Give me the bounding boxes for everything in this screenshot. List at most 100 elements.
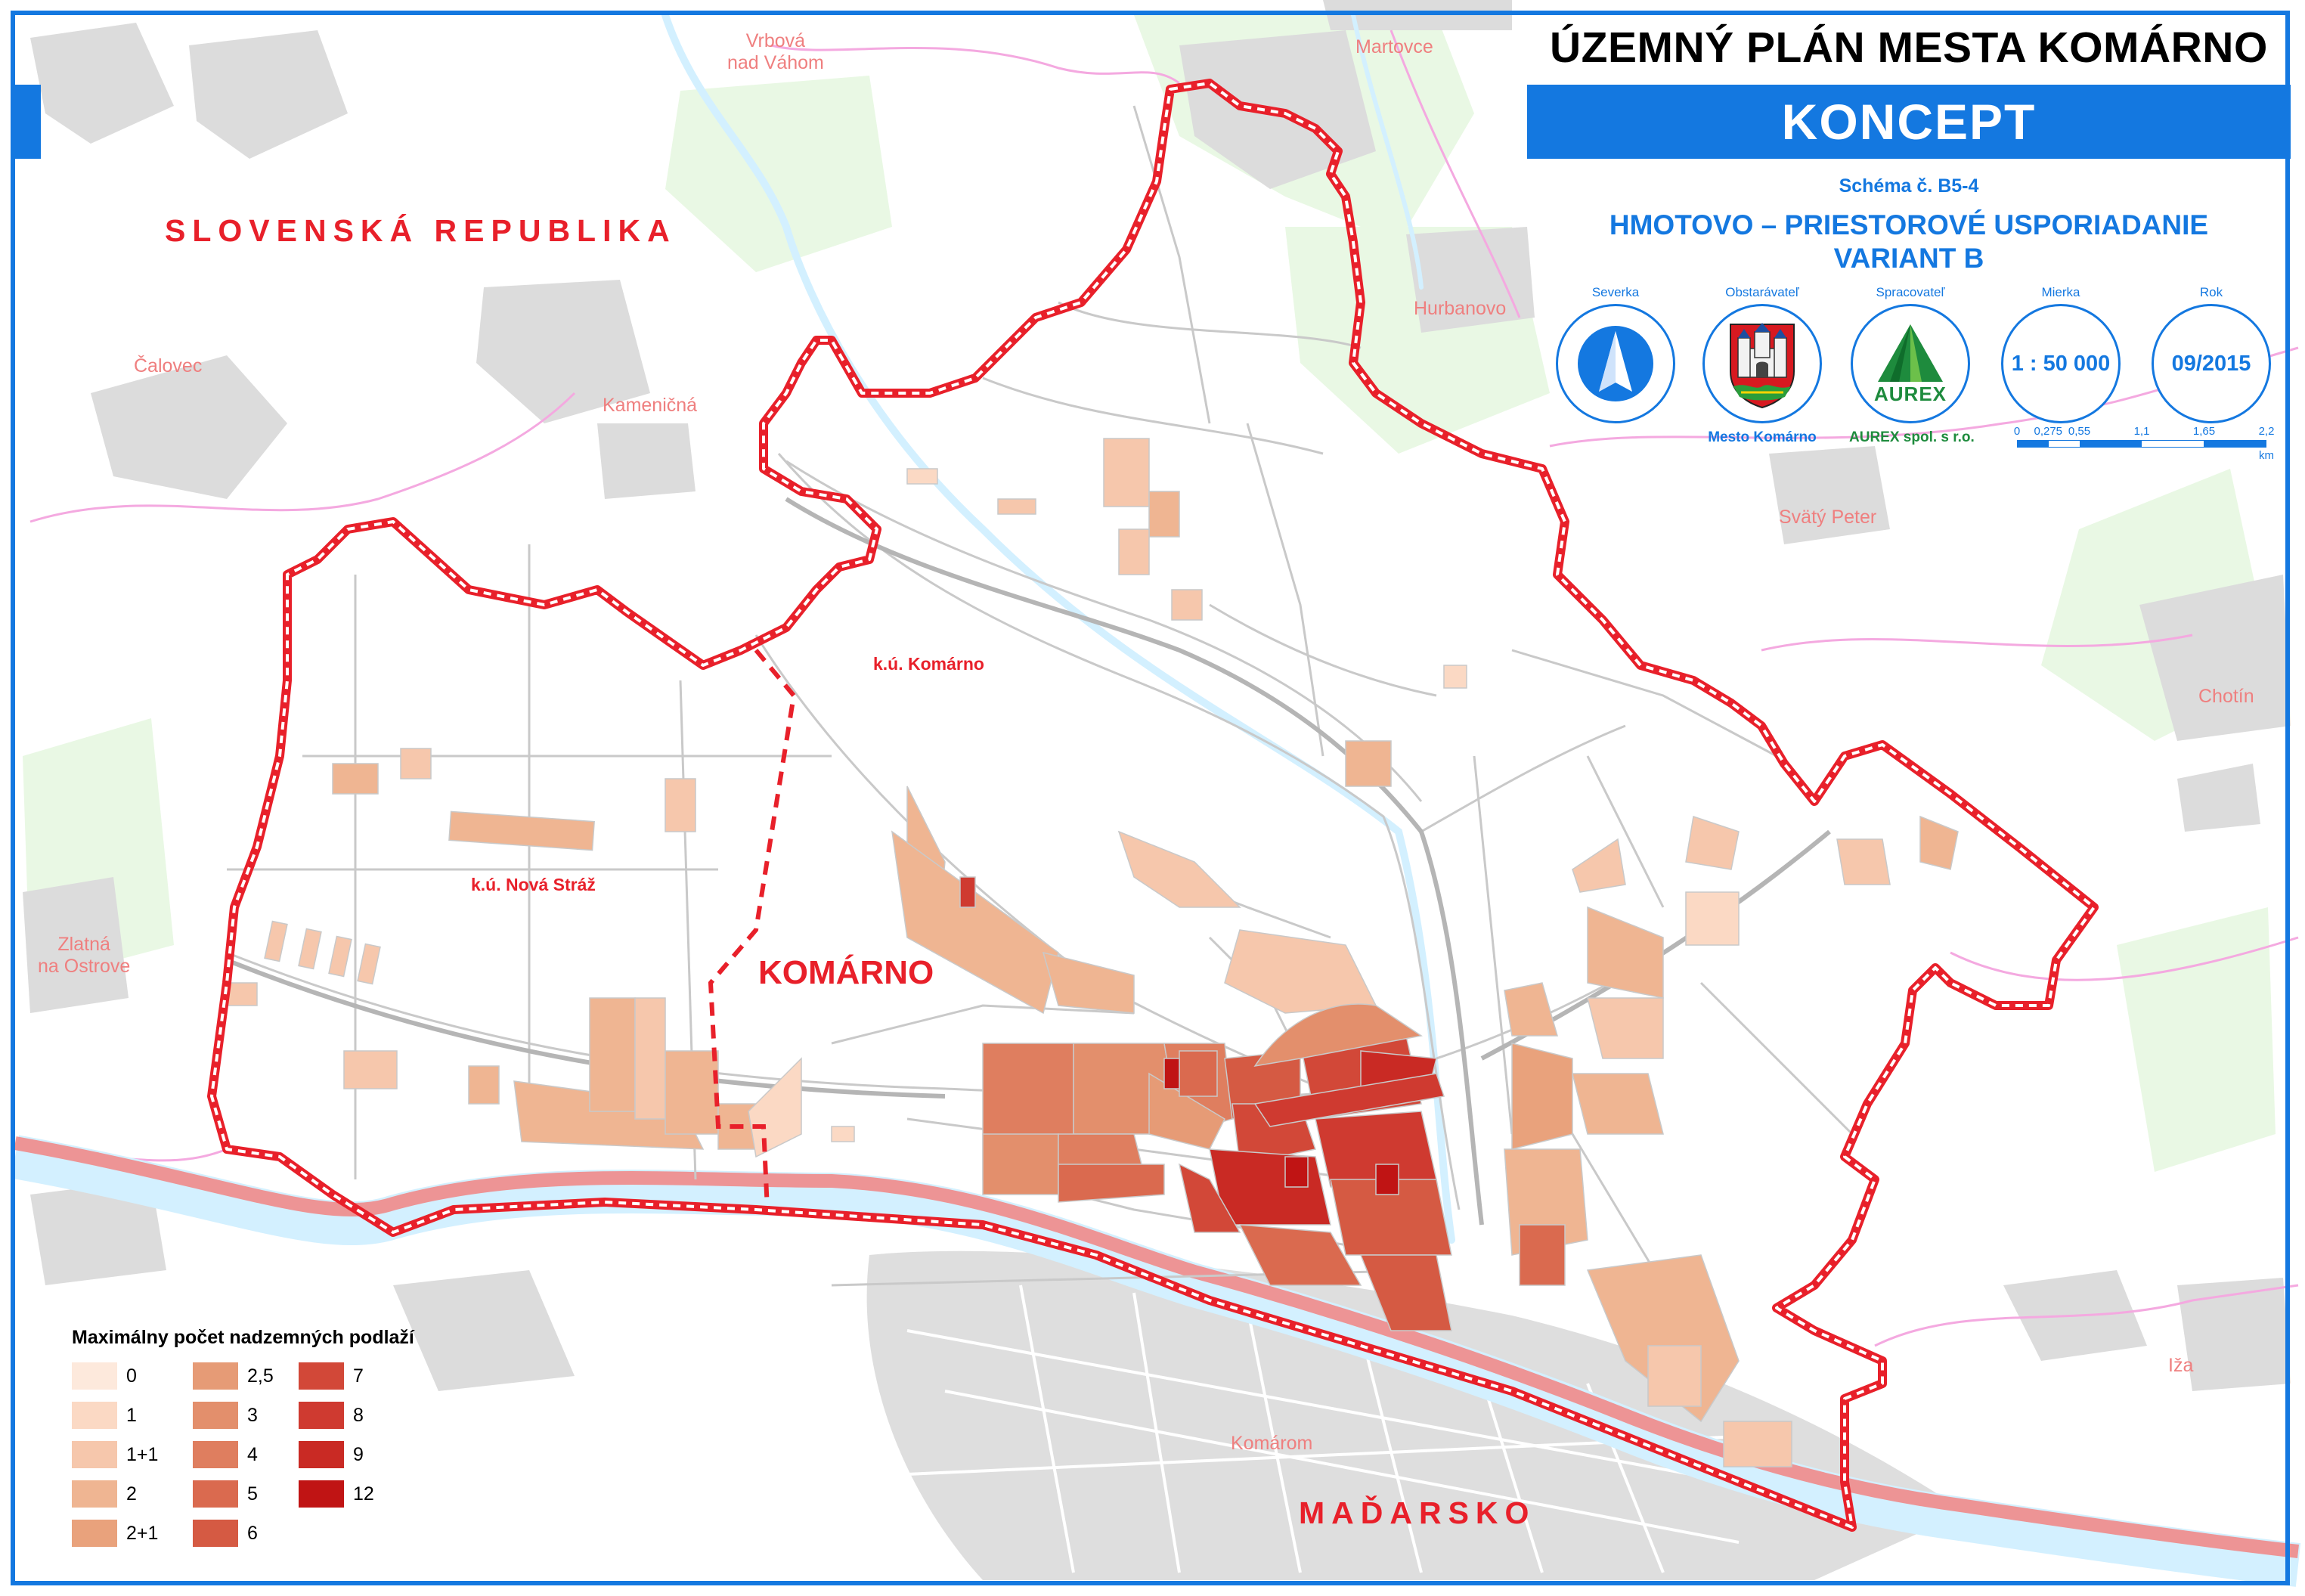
legend-swatch [72,1402,117,1429]
legend: Maximálny počet nadzemných podlaží 0 1 1+1… [72,1327,495,1547]
legend-swatch [72,1520,117,1547]
legend-label: 2 [126,1483,137,1505]
badge-year-caption: Rok [2199,285,2223,299]
badge-year-circle: 09/2015 [2152,304,2271,423]
subtitle-line1: HMOTOVO – PRIESTOROVÉ USPORIADANIE [1609,209,2209,240]
badge-author-caption: Spracovateľ [1876,285,1945,299]
aurex-logo-text: AUREX [1873,383,1947,405]
scale-bar-tick-label: 0,275 [2034,425,2063,438]
concept-banner: KONCEPT [1527,85,2291,159]
year-value: 09/2015 [2171,351,2251,376]
label-city-komarno: KOMÁRNO [758,954,934,991]
label-iza: Iža [2168,1355,2194,1376]
legend-label: 2+1 [126,1522,159,1544]
label-zlatna-line2: na Ostrove [38,956,131,977]
badge-author: Spracovateľ AUREX AUREX spol. s r.o. [1849,284,1975,446]
badge-procurer-footer: Mesto Komárno [1708,429,1817,445]
legend-swatch [193,1480,238,1508]
label-zlatna-line1: Zlatná [57,934,110,955]
scale-bar-tick-label: 1,1 [2133,425,2150,438]
badge-north-caption: Severka [1591,285,1640,299]
label-vrbova-line2: nad Váhom [727,52,824,73]
rivers [661,11,1455,1244]
aurex-logo-icon [1878,324,1943,382]
legend-swatch [193,1402,238,1429]
legend-swatch [299,1480,344,1508]
legend-item: 8 [299,1402,364,1429]
scale-bar-segment [2204,441,2266,447]
badge-north-circle [1556,304,1675,423]
legend-label: 4 [247,1443,258,1465]
scale-value: 1 : 50 000 [2011,351,2111,376]
scale-bar-segment [2080,441,2142,447]
schema-number: Schéma č. B5-4 [1839,175,1979,197]
badge-year: Rok 09/2015 [2150,284,2272,423]
left-accent-bar [11,85,41,159]
legend-label: 8 [353,1404,364,1426]
label-hurbanovo: Hurbanovo [1414,298,1507,319]
label-kamenicna: Kameničná [603,395,698,416]
legend-item: 2 [72,1480,137,1508]
label-slovakia: SLOVENSKÁ REPUBLIKA [165,213,677,248]
legend-label: 1+1 [126,1443,159,1465]
legend-swatch [299,1362,344,1390]
legend-swatch [193,1520,238,1547]
legend-item: 5 [193,1480,258,1508]
legend-item: 2,5 [193,1362,274,1390]
legend-item: 3 [193,1402,258,1429]
badge-procurer-circle [1702,304,1822,423]
legend-swatch [193,1441,238,1468]
legend-item: 6 [193,1520,258,1547]
legend-label: 5 [247,1483,258,1505]
label-martovce: Martovce [1355,36,1433,57]
danube-river [11,1135,2301,1587]
legend-swatch [193,1362,238,1390]
scale-bar-segment [2142,441,2204,447]
label-vrbova-line1: Vrbová [745,30,806,51]
legend-item: 4 [193,1441,258,1468]
legend-item: 9 [299,1441,364,1468]
label-zlatna: Zlatná na Ostrove [38,934,130,978]
neighbouring-settlements [23,0,2291,1391]
label-ku-nova-straz: k.ú. Nová Stráž [471,875,596,894]
label-vrbova: Vrbová nad Váhom [727,30,824,74]
scale-bar-tick-label: 2,2 [2258,425,2275,438]
legend-title: Maximálny počet nadzemných podlaží [72,1327,414,1348]
legend-label: 12 [353,1483,374,1505]
legend-swatch [72,1480,117,1508]
label-calovec: Čalovec [134,355,203,377]
label-ku-komarno: k.ú. Komárno [873,654,984,674]
map-title: ÚZEMNÝ PLÁN MESTA KOMÁRNO [1550,23,2268,72]
legend-label: 1 [126,1404,137,1426]
legend-item: 1 [72,1402,137,1429]
badge-procurer-caption: Obstarávateľ [1725,285,1799,299]
badge-scale-circle: 1 : 50 000 [2001,304,2121,423]
legend-item: 12 [299,1480,374,1508]
coat-of-arms-icon [1730,323,1795,409]
badge-author-footer: AUREX spol. s r.o. [1849,429,1975,445]
study-area-boundary [207,79,2099,1532]
badge-scale: Mierka 1 : 50 000 [2000,284,2122,423]
north-arrow-icon [1578,326,1653,401]
legend-swatch [72,1362,117,1390]
legend-swatch [299,1441,344,1468]
legend-label: 2,5 [247,1365,274,1387]
label-hungary: MAĎARSKO [1299,1495,1536,1530]
map-subtitle: HMOTOVO – PRIESTOROVÉ USPORIADANIE VARIA… [1527,209,2291,275]
label-svaty-peter: Svätý Peter [1779,507,1877,528]
legend-item: 2+1 [72,1520,158,1547]
cadastral-boundary-line [708,649,797,1210]
scale-bar-segment [2018,441,2049,447]
legend-label: 9 [353,1443,364,1465]
scale-bar-graphic [2017,440,2266,448]
badge-scale-caption: Mierka [2041,285,2080,299]
legend-label: 0 [126,1365,137,1387]
subtitle-line2: VARIANT B [1833,243,1984,274]
scale-bar-tick-label: 0,55 [2068,425,2091,438]
scale-bar-segment [2049,441,2080,447]
legend-swatch [72,1441,117,1468]
